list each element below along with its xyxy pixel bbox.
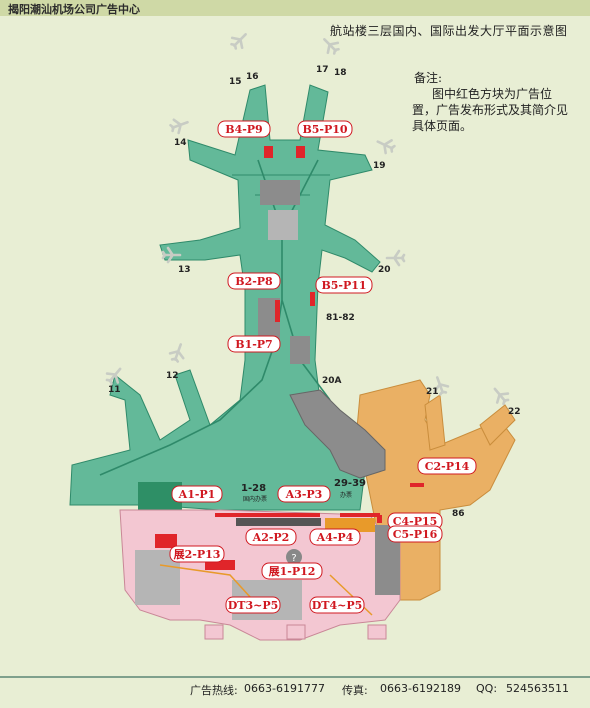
gate-18: 18 [334,68,347,78]
ad-block-b2p8 [275,300,280,322]
security-zone [289,389,386,479]
ad-block-a2p2 [215,513,320,517]
ad-block-zhan2 [155,534,177,548]
ad-label-a4p4: A4-P4 [316,531,354,544]
ad-block-c2p14 [410,483,424,487]
service-block [290,336,310,364]
domestic-checkin: 国内办票 [243,495,267,503]
fax-number: 0663-6192189 [380,682,461,695]
counter-29-39: 29-39 [334,478,366,489]
hotline-number: 0663-6191777 [244,682,325,695]
gate-22: 22 [508,407,521,417]
ad-label-zhan1: 展1-P12 [268,565,316,578]
gate-13: 13 [178,265,191,275]
ad-block-zhan1 [205,560,235,570]
counter-1-28: 1-28 [241,483,266,494]
plane-icon [385,249,406,267]
svg-text:?: ? [291,553,296,564]
ad-block-a4p4 [340,513,380,517]
gate-20: 20 [378,265,391,275]
gate-11: 11 [108,385,121,395]
gate-20a: 20A [322,376,342,386]
exit-gate [286,624,306,640]
intl-pier-22 [479,404,516,446]
ad-block-b4p9 [264,146,273,158]
intl-pier-21 [424,394,446,451]
ad-block-b5p10 [296,146,305,158]
legend-note: 备注: 图中红色方块为广告位置，广告发布形式及其简介见具体页面。 [412,70,572,134]
plane-icon [227,28,252,53]
gate-17: 17 [316,65,329,75]
ad-label-a2p2: A2-P2 [252,531,290,544]
plane-icon [318,33,343,58]
plane-icon [373,133,398,157]
ad-label-c4p15: C4-P15 [393,515,438,528]
map-title: 航站楼三层国内、国际出发大厅平面示意图 [330,24,568,38]
gate-15: 15 [229,77,242,87]
org-name: 揭阳潮汕机场公司广告中心 [8,3,140,16]
gate-86: 86 [452,509,465,519]
plane-icon [167,340,189,365]
service-block [258,298,280,340]
plane-icon [488,383,513,408]
ad-label-b2p8: B2-P8 [235,275,273,288]
footer-divider [0,676,590,678]
note-body: 图中红色方块为广告位置，广告发布形式及其简介见具体页面。 [412,87,569,133]
ad-label-b4p9: B4-P9 [225,123,262,136]
hotline-label: 广告热线: [190,684,238,697]
ad-label-b5p11: B5-P11 [321,279,366,292]
gate-12: 12 [166,371,179,381]
plane-icon [167,114,192,136]
ad-label-b5p10: B5-P10 [302,123,347,136]
ad-block-b5p11 [310,292,315,306]
gate-21: 21 [426,387,439,397]
gate-14: 14 [174,138,187,148]
ad-label-c5p16: C5-P16 [393,528,438,541]
ad-label-c2p14: C2-P14 [425,460,470,473]
ad-block-c4p15 [377,515,382,523]
ad-label-b1p7: B1-P7 [235,338,272,351]
gate-81-82: 81-82 [326,313,355,323]
checkin-counter [236,518,321,526]
qq-number: 524563511 [506,682,569,695]
exit-gate [204,624,224,640]
ad-label-dt3: DT3~P5 [228,599,279,612]
info-desk [286,549,302,565]
note-heading: 备注: [414,71,443,85]
gate-16: 16 [246,72,259,82]
qq-label: QQ: [476,682,498,695]
intl-checkin: 办票 [340,491,352,499]
ad-label-a1p1: A1-P1 [178,488,216,501]
ad-label-zhan2: 展2-P13 [173,548,221,561]
ad-label-a3p3: A3-P3 [285,488,323,501]
header-bar [0,0,590,16]
ad-label-dt4: DT4~P5 [312,599,363,612]
service-block [268,210,298,240]
exit-gate [367,624,387,640]
gate-19: 19 [373,161,386,171]
service-block [260,180,300,205]
ad-blocks [155,146,424,570]
fax-label: 传真: [342,684,368,697]
